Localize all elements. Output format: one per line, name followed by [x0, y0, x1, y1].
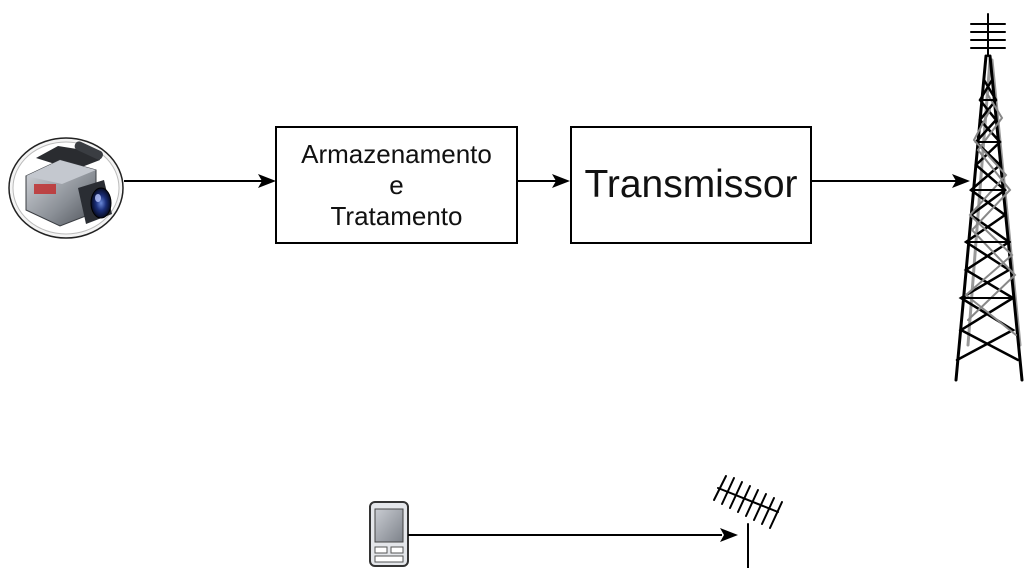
- arrow-phone-to-antenna: [408, 528, 738, 542]
- arrow-camera-to-storage: [124, 174, 276, 188]
- transmission-tower-icon: [954, 13, 1024, 382]
- yagi-antenna-icon: [713, 475, 783, 568]
- transmitter-box: Transmissor: [570, 126, 812, 244]
- storage-box-line-1: Armazenamento: [301, 138, 492, 169]
- storage-box-line-2: e: [389, 169, 404, 200]
- video-camera-icon: [8, 137, 124, 239]
- arrow-transmitter-to-tower: [812, 174, 970, 188]
- arrow-storage-to-transmitter: [518, 174, 570, 188]
- storage-box-line-3: Tratamento: [330, 200, 463, 231]
- mobile-phone-icon: [369, 501, 409, 567]
- transmitter-box-label: Transmissor: [584, 163, 798, 206]
- storage-processing-box: Armazenamento e Tratamento: [275, 126, 518, 244]
